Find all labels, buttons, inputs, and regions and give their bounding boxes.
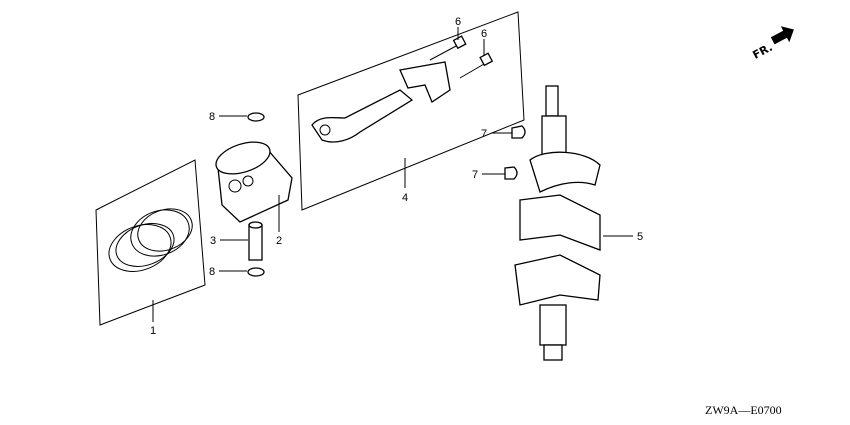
leader-lines — [152, 27, 633, 322]
connecting-rod — [311, 61, 451, 143]
callout-8b: 8 — [209, 266, 215, 278]
callout-6a: 6 — [455, 16, 461, 28]
key-upper — [511, 125, 526, 139]
key-lower — [504, 166, 518, 180]
piston-rings — [108, 208, 193, 272]
callout-5: 5 — [637, 231, 643, 243]
callout-4: 4 — [402, 192, 408, 204]
callout-7a: 7 — [481, 128, 487, 140]
piston — [215, 141, 293, 223]
piston-pin — [248, 221, 263, 261]
callout-1: 1 — [150, 325, 156, 337]
callout-6b: 6 — [481, 28, 487, 40]
front-direction-indicator: FR. — [751, 26, 794, 62]
callout-3: 3 — [210, 235, 216, 247]
callout-7b: 7 — [472, 169, 478, 181]
front-label: FR. — [751, 41, 775, 62]
crankshaft — [514, 85, 601, 361]
diagram-code: ZW9A—E0700 — [705, 403, 782, 417]
clip-lower — [247, 267, 265, 277]
callout-8a: 8 — [209, 111, 215, 123]
clip-upper — [247, 112, 265, 122]
connecting-rod-group-box — [297, 11, 525, 211]
bolts — [429, 35, 494, 79]
front-arrow-icon — [770, 26, 794, 45]
piston-rings-group-box — [95, 159, 206, 326]
callout-2: 2 — [276, 235, 282, 247]
